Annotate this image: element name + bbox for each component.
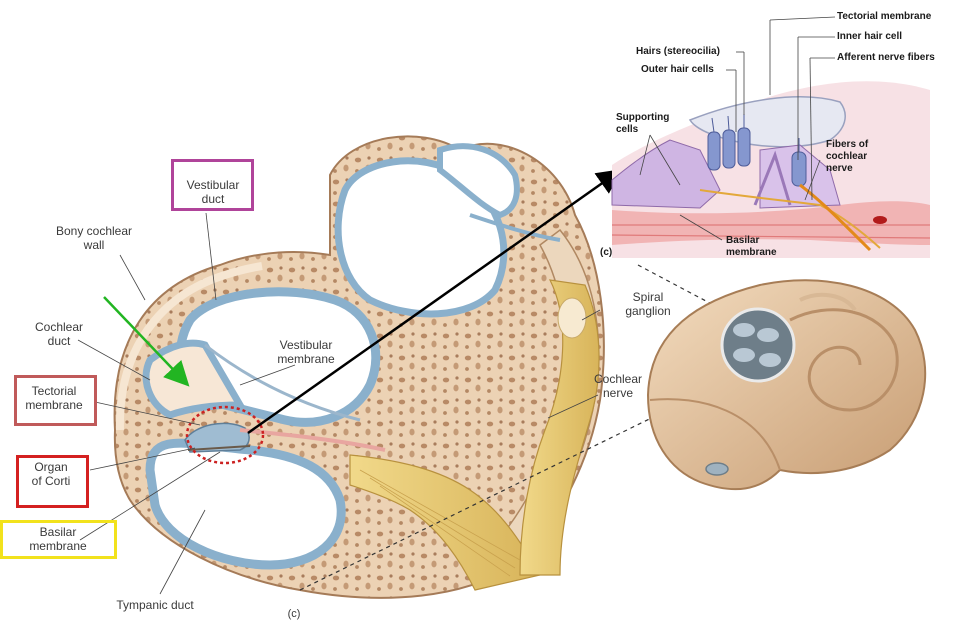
vestibular-duct-label: Vestibular duct	[186, 178, 240, 206]
bony-cochlear-wall-label: Bony cochlear wall	[55, 224, 133, 252]
tectorial-membrane-highlight-box	[14, 375, 97, 426]
organ-of-corti-label: Organ of Corti	[31, 460, 71, 488]
black-arrow	[247, 169, 623, 435]
organ-of-corti-highlight-box	[16, 455, 89, 508]
inset-tectorial-membrane-label: Tectorial membrane	[837, 11, 932, 22]
basilar-membrane-label: Basilar membrane	[29, 525, 87, 553]
upper-turn-chambers	[334, 143, 561, 318]
inset-supporting-cells-label: Supporting cells	[616, 112, 670, 135]
inset-afferent-nerve-fibers-label: Afferent nerve fibers	[837, 52, 935, 63]
spiral-ganglion-label: Spiral ganglion	[625, 290, 671, 318]
inset-inner-hair-cell-label: Inner hair cell	[837, 31, 903, 42]
panel-letter-main: (c)	[287, 608, 301, 620]
organ-of-corti-inset	[611, 16, 931, 258]
cochlear-duct-label: Cochlear duct	[34, 320, 84, 348]
inset-panel-letter: (c)	[600, 247, 613, 258]
inset-fibers-of-cochlear-nerve-label: Fibers of cochlear nerve	[826, 139, 869, 174]
organ-of-corti-highlight-circle	[185, 405, 265, 465]
lower-turn-chambers	[142, 287, 386, 570]
green-arrow	[103, 296, 190, 387]
tectorial-membrane-label: Tectorial membrane	[25, 384, 83, 412]
tympanic-duct-label: Tympanic duct	[116, 598, 194, 612]
vestibular-duct-highlight-box	[171, 159, 254, 211]
inset-basilar-membrane-label: Basilar membrane	[726, 235, 777, 258]
inset-hairs-label: Hairs (stereocilia)	[636, 46, 720, 57]
snail-shell-cochlea	[646, 279, 927, 491]
inset-outer-hair-cells-label: Outer hair cells	[641, 64, 714, 75]
cochlear-nerve	[349, 279, 600, 591]
cochlear-nerve-label: Cochlear nerve	[593, 372, 643, 400]
main-leader-lines	[77, 212, 601, 595]
vestibular-membrane-label: Vestibular membrane	[277, 338, 335, 366]
basilar-membrane-highlight-box	[0, 520, 117, 559]
